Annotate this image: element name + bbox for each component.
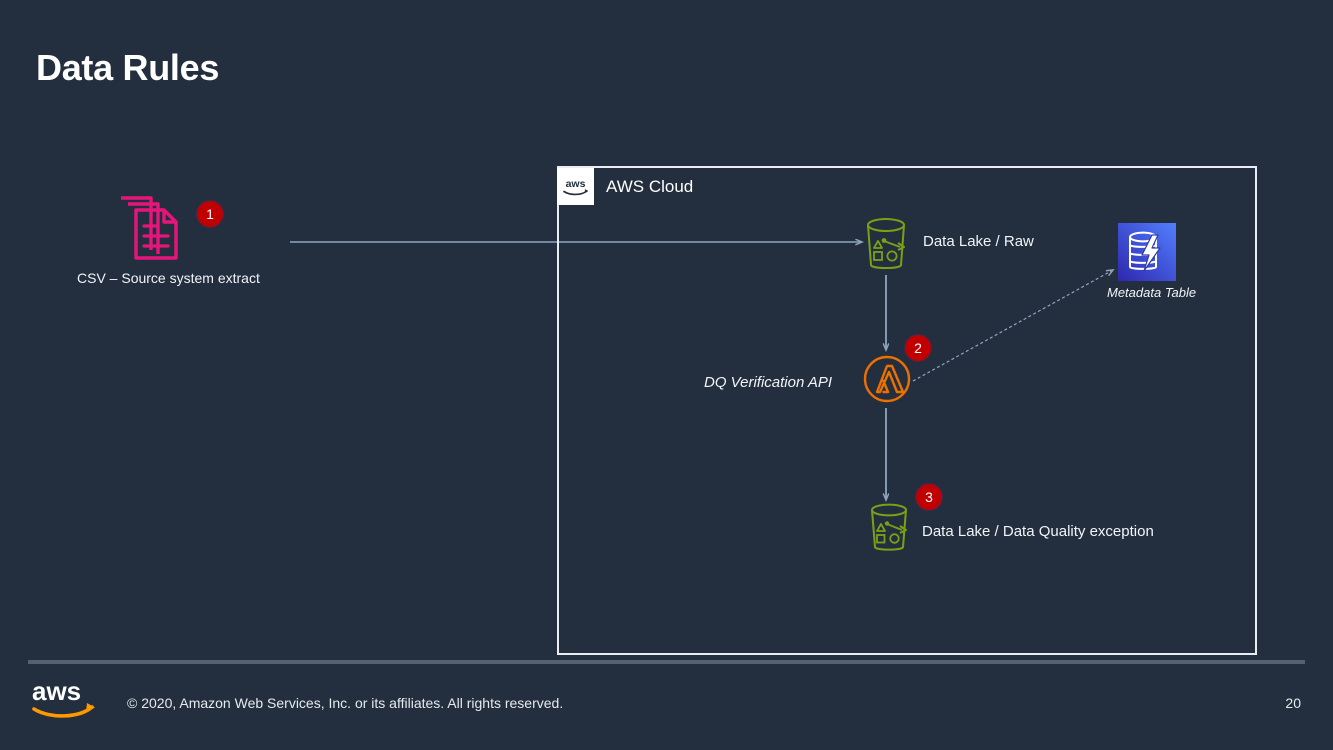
aws-cloud-group-box	[557, 166, 1257, 655]
aws-cloud-logo: aws	[557, 168, 594, 205]
aws-wordmark-text: aws	[32, 678, 81, 706]
dynamodb-table-icon	[1118, 223, 1176, 281]
s3-bucket-icon-exception	[871, 503, 907, 551]
lambda-function-icon	[863, 355, 911, 403]
page-title: Data Rules	[36, 47, 220, 88]
metadata-table-label: Metadata Table	[1107, 285, 1197, 300]
documents-stack-icon	[121, 196, 178, 260]
step-badge-2: 2	[904, 334, 932, 362]
step-badge-3: 3	[915, 483, 943, 511]
aws-cloud-label: AWS Cloud	[606, 177, 694, 196]
aws-cloud-logo-text: aws	[566, 178, 586, 190]
csv-source-label: CSV – Source system extract	[77, 270, 260, 286]
aws-wordmark-logo: aws	[32, 678, 95, 718]
data-lake-raw-label: Data Lake / Raw	[923, 233, 1034, 250]
footer-copyright: © 2020, Amazon Web Services, Inc. or its…	[127, 695, 564, 711]
dq-exception-bucket-label: Data Lake / Data Quality exception	[922, 523, 1154, 540]
footer-page-number: 20	[1285, 695, 1301, 711]
dq-verification-api-label: DQ Verification API	[704, 374, 833, 391]
s3-bucket-icon-raw	[867, 218, 905, 269]
footer-divider	[28, 660, 1305, 664]
step-badge-1: 1	[196, 200, 224, 228]
